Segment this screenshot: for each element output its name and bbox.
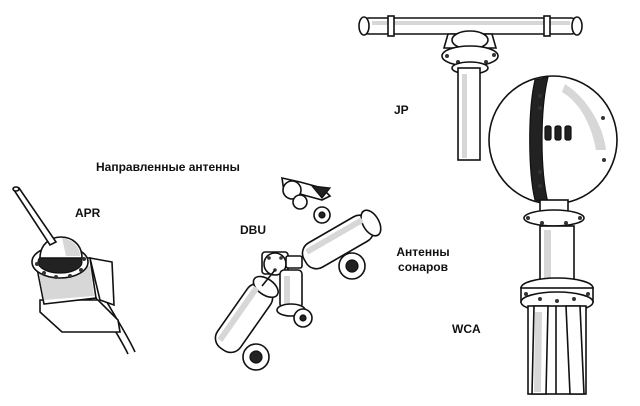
jp-label: JP [394, 103, 409, 117]
dbu-antenna-illustration [214, 176, 382, 371]
jp-antenna-illustration [358, 15, 583, 161]
directional-antennas-label: Направленные антенны [96, 160, 240, 174]
wca-label: WCA [452, 322, 481, 336]
apr-antenna-illustration [12, 186, 136, 355]
sonar-antennas-label: Антенны сонаров [393, 245, 453, 275]
wca-antenna-illustration [488, 75, 618, 395]
apr-label: APR [75, 206, 101, 220]
sonar-antennas-label-line2: сонаров [398, 260, 448, 274]
sonar-antennas-label-line1: Антенны [396, 245, 450, 259]
dbu-label: DBU [240, 223, 266, 237]
